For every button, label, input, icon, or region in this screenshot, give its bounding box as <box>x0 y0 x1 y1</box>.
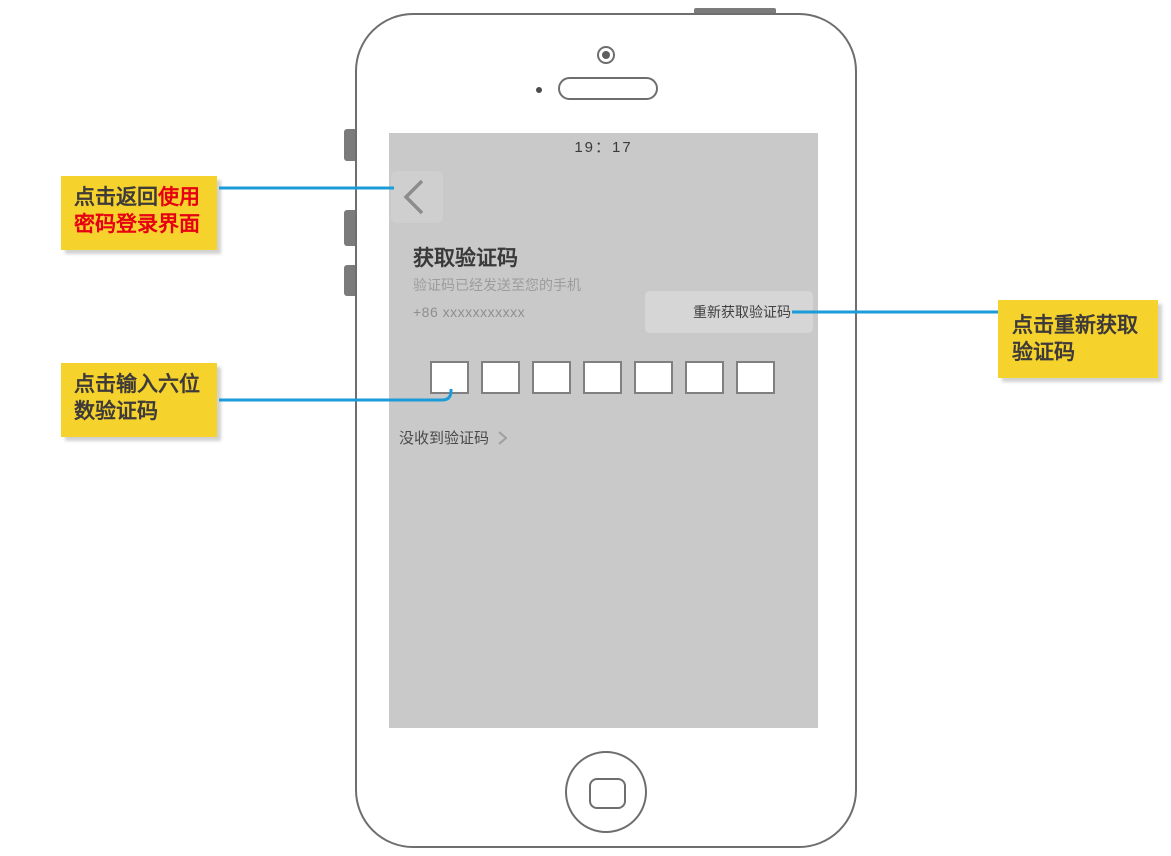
note-resend-text: 点击重新获取验证码 <box>1012 313 1138 364</box>
phone-screen: 19：17 获取验证码 验证码已经发送至您的手机 +86 xxxxxxxxxxx… <box>389 133 818 728</box>
proximity-sensor-icon <box>536 87 542 93</box>
volume-down-button[interactable] <box>344 265 357 296</box>
front-camera-icon <box>597 46 615 64</box>
back-button[interactable] <box>391 171 443 223</box>
phone-number: +86 xxxxxxxxxxx <box>413 304 526 320</box>
code-box[interactable] <box>634 361 673 394</box>
note-resend-code: 点击重新获取验证码 <box>998 300 1158 378</box>
page-title: 获取验证码 <box>413 247 518 270</box>
code-box[interactable] <box>736 361 775 394</box>
code-box[interactable] <box>430 361 469 394</box>
mute-switch[interactable] <box>344 129 357 161</box>
note-back-to-password-login: 点击返回使用密码登录界面 <box>61 176 217 250</box>
note-back-red-text: 使用密码登录界面 <box>74 185 200 236</box>
code-box-row <box>430 361 775 394</box>
earpiece-speaker-icon <box>558 77 658 100</box>
code-box[interactable] <box>481 361 520 394</box>
code-box[interactable] <box>583 361 622 394</box>
note-input-text: 点击输入六位数验证码 <box>74 372 200 423</box>
not-received-link[interactable]: 没收到验证码 <box>399 427 508 448</box>
status-bar-time: 19：17 <box>574 139 633 156</box>
chevron-right-icon <box>498 430 508 445</box>
power-button[interactable] <box>694 8 776 16</box>
code-box[interactable] <box>532 361 571 394</box>
resend-code-button[interactable]: 重新获取验证码 <box>645 291 813 333</box>
home-button[interactable] <box>565 751 647 833</box>
note-back-black-text: 点击返回 <box>74 185 158 209</box>
not-received-label: 没收到验证码 <box>399 430 490 447</box>
home-square-icon <box>589 778 626 809</box>
phone-frame: 19：17 获取验证码 验证码已经发送至您的手机 +86 xxxxxxxxxxx… <box>355 13 857 848</box>
page-subtitle: 验证码已经发送至您的手机 <box>413 277 581 293</box>
back-chevron-icon <box>403 179 424 215</box>
volume-up-button[interactable] <box>344 210 357 246</box>
note-enter-six-digit-code: 点击输入六位数验证码 <box>61 363 217 437</box>
code-box[interactable] <box>685 361 724 394</box>
